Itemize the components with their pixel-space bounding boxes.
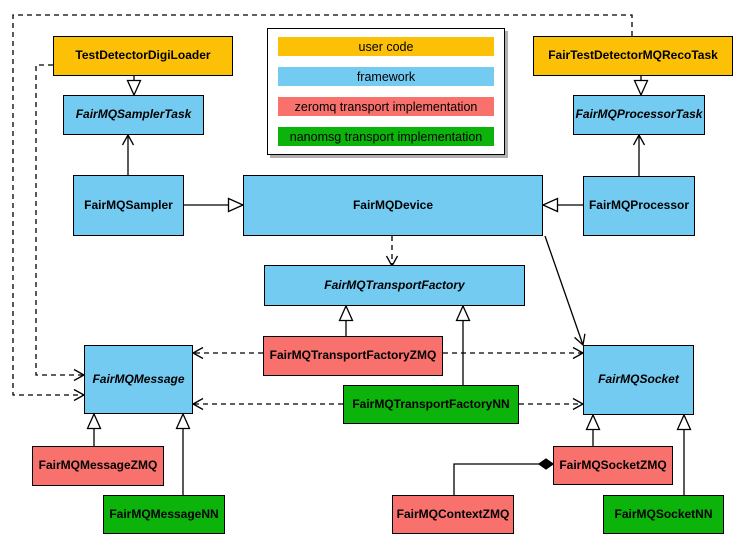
node-fairmq-device: FairMQDevice [243, 175, 543, 236]
node-fairmq-transport-factory-zmq: FairMQTransportFactoryZMQ [263, 336, 443, 376]
node-fairmq-transport-factory: FairMQTransportFactory [264, 265, 525, 306]
node-fairmq-sampler-task: FairMQSamplerTask [63, 95, 204, 135]
node-fairmq-processor: FairMQProcessor [583, 176, 695, 236]
legend: user code framework zeromq transport imp… [267, 28, 505, 155]
node-fair-test-detector-mq-reco-task: FairTestDetectorMQRecoTask [533, 36, 733, 76]
node-fairmq-socket-nn: FairMQSocketNN [603, 495, 724, 534]
edge-association-device-socket [544, 235, 586, 347]
edge-composition-socketzmq-contextzmq [453, 463, 539, 495]
node-fairmq-processor-task: FairMQProcessorTask [573, 95, 705, 135]
node-fairmq-sampler: FairMQSampler [73, 175, 184, 236]
edge-dependency-digiloader-message [35, 64, 86, 382]
node-fairmq-socket: FairMQSocket [583, 345, 694, 415]
legend-item-nanomsg: nanomsg transport implementation [278, 127, 494, 146]
node-fairmq-socket-zmq: FairMQSocketZMQ [553, 446, 673, 485]
edge-dependency-recotask-message [12, 14, 633, 402]
legend-item-user-code: user code [278, 37, 494, 56]
composition-diamond-icon [537, 458, 555, 470]
node-fairmq-message-nn: FairMQMessageNN [103, 495, 225, 534]
node-fairmq-message-zmq: FairMQMessageZMQ [32, 446, 164, 486]
node-fairmq-transport-factory-nn: FairMQTransportFactoryNN [343, 385, 519, 424]
node-fairmq-message: FairMQMessage [84, 345, 193, 414]
legend-item-zeromq: zeromq transport implementation [278, 97, 494, 116]
node-fairmq-context-zmq: FairMQContextZMQ [392, 495, 514, 534]
legend-item-framework: framework [278, 67, 494, 86]
node-test-detector-digi-loader: TestDetectorDigiLoader [53, 36, 233, 76]
